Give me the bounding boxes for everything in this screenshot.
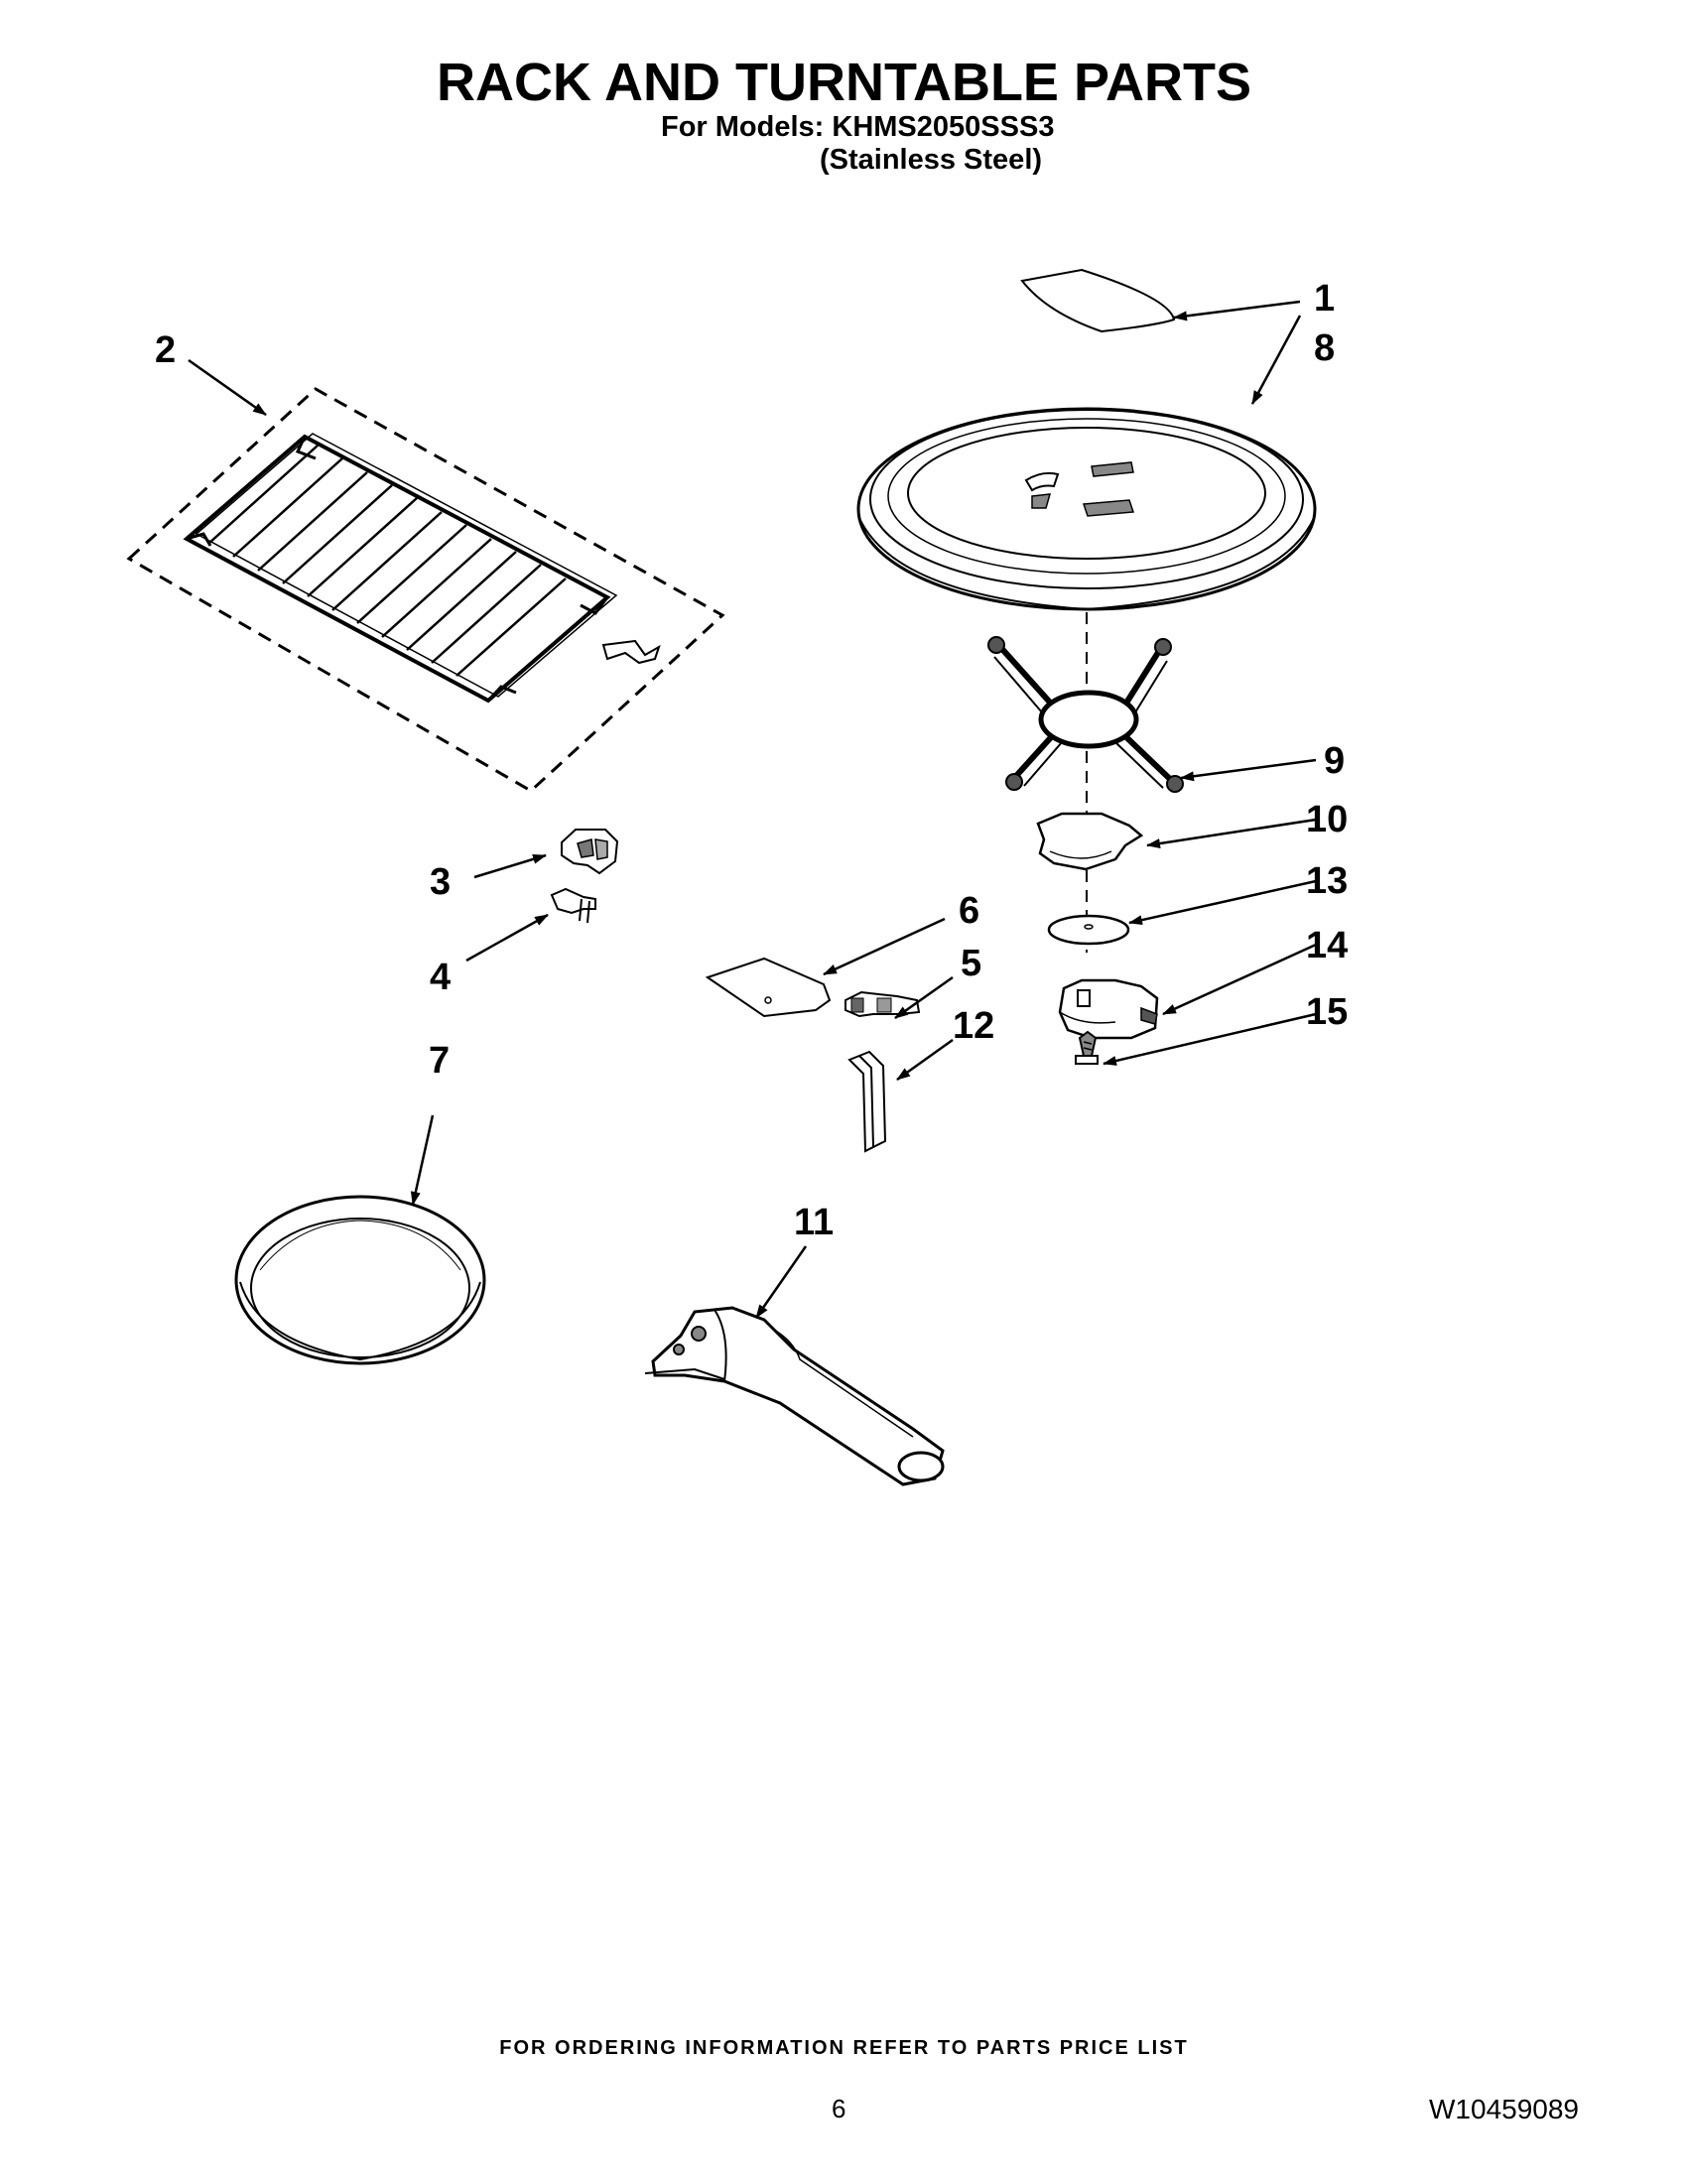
models-line: For Models: KHMS2050SSS3 (661, 111, 1055, 143)
part-7-tray (234, 1195, 486, 1365)
part-5-latch (844, 990, 921, 1018)
part-10-coupler (1036, 812, 1144, 871)
callout-5: 5 (961, 943, 981, 984)
part-12-wire-bracket (847, 1050, 887, 1153)
ordering-note: FOR ORDERING INFORMATION REFER TO PARTS … (499, 2037, 1189, 2059)
part-3-rack-support (561, 829, 619, 875)
part-6-cover (705, 957, 832, 1018)
part-9-roller-support (987, 636, 1184, 793)
part-4-guide-pin (550, 887, 596, 924)
part-1-cover-plate (1020, 268, 1176, 333)
callout-8: 8 (1314, 327, 1335, 369)
part-8-turntable (856, 407, 1317, 611)
callout-14: 14 (1306, 925, 1348, 966)
part-2-rack (126, 387, 725, 793)
callout-6: 6 (959, 890, 979, 932)
callout-1: 1 (1314, 278, 1335, 320)
document-number: W10459089 (1429, 2094, 1580, 2124)
callout-2: 2 (155, 329, 176, 371)
callout-15: 15 (1306, 991, 1348, 1033)
page-title: RACK AND TURNTABLE PARTS (437, 53, 1251, 112)
finish-line: (Stainless Steel) (820, 144, 1043, 176)
part-13-washer (1047, 914, 1130, 946)
leader-lines (188, 300, 1317, 1319)
part-11-handle (644, 1306, 945, 1486)
callout-11: 11 (794, 1202, 834, 1243)
callout-9: 9 (1324, 740, 1345, 782)
part-15-screw (1075, 1030, 1099, 1065)
callout-10: 10 (1306, 799, 1348, 840)
callout-4: 4 (430, 957, 451, 998)
callout-12: 12 (953, 1005, 994, 1047)
page-number: 6 (832, 2094, 846, 2123)
callout-7: 7 (429, 1040, 450, 1082)
part-14-motor (1058, 978, 1159, 1040)
callout-3: 3 (430, 861, 451, 903)
callout-13: 13 (1306, 860, 1348, 902)
